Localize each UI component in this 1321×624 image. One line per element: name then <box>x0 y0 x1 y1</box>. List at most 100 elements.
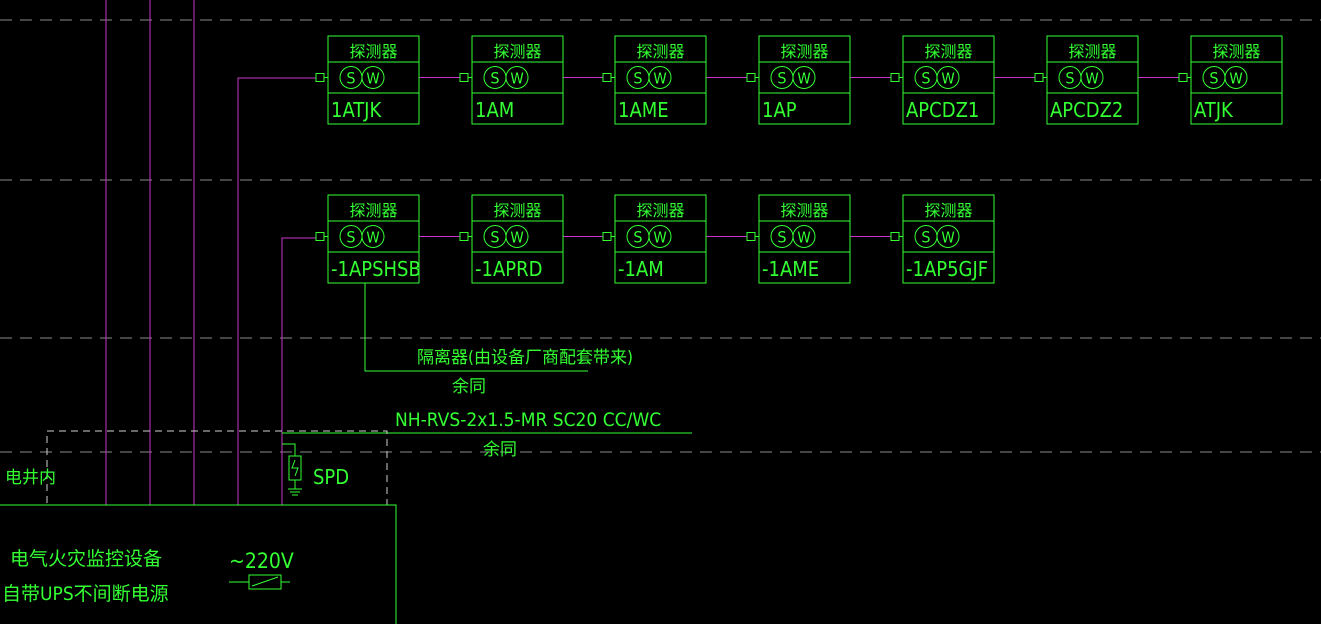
spd-lead <box>282 443 296 456</box>
detector-frame <box>902 35 995 125</box>
detector-terminal <box>459 232 469 241</box>
detector-frame <box>1046 35 1139 125</box>
w-symbol: W <box>510 229 523 247</box>
detector-terminal <box>746 73 756 82</box>
device-name-line2: 自带UPS不间断电源 <box>2 583 169 605</box>
same-label-1: 余同 <box>452 377 486 397</box>
w-circle <box>361 225 385 248</box>
w-circle <box>505 66 529 89</box>
feeder-wire-row-2 <box>281 237 316 505</box>
s-symbol: S <box>921 69 930 88</box>
detector-terminal <box>602 73 612 82</box>
detector-label: -1APSHSB <box>331 257 421 281</box>
detector-terminal <box>315 73 325 82</box>
monitoring-device-box <box>0 504 397 624</box>
detector-label: ATJK <box>1194 98 1234 122</box>
w-circle <box>792 66 816 89</box>
detector-label: -1AM <box>618 257 664 281</box>
w-circle <box>936 66 960 89</box>
detector-frame <box>902 194 995 284</box>
detector-header: 探测器 <box>924 42 972 61</box>
same-label-2: 余同 <box>483 440 517 460</box>
detector-terminal <box>315 232 325 241</box>
w-circle <box>648 225 672 248</box>
s-symbol: S <box>921 228 930 247</box>
feeder-wire-row-1 <box>237 77 316 505</box>
detector-terminal <box>1034 73 1044 82</box>
detector-frame <box>614 194 707 284</box>
detector-label: 1ATJK <box>331 98 382 122</box>
detector-header: 探测器 <box>780 201 828 220</box>
s-symbol: S <box>633 69 642 88</box>
detector-header: 探测器 <box>924 201 972 220</box>
detector-frame <box>614 35 707 125</box>
shaft-label: 电井内 <box>5 468 56 488</box>
w-circle <box>1080 66 1104 89</box>
spd-symbol <box>282 443 302 496</box>
detector-label: -1AME <box>762 257 819 281</box>
detector-terminal <box>890 232 900 241</box>
w-symbol: W <box>653 70 666 88</box>
s-symbol: S <box>633 228 642 247</box>
s-symbol: S <box>777 228 786 247</box>
detector-header: 探测器 <box>349 42 397 61</box>
detector-terminal <box>1178 73 1188 82</box>
shaft-enclosure <box>46 430 388 506</box>
wiring <box>0 0 1179 624</box>
w-symbol: W <box>797 229 810 247</box>
w-symbol: W <box>366 229 379 247</box>
w-circle <box>1224 66 1248 89</box>
w-symbol: W <box>1229 70 1242 88</box>
w-symbol: W <box>797 70 810 88</box>
detector-label: APCDZ2 <box>1050 98 1123 122</box>
s-symbol: S <box>490 69 499 88</box>
w-symbol: W <box>941 229 954 247</box>
device-name-line1: 电气火灾监控设备 <box>10 548 162 570</box>
annotations: 隔离器(由设备厂商配套带来) 余同 NH-RVS-2x1.5-MR SC20 C… <box>2 348 661 605</box>
detector-terminal <box>602 232 612 241</box>
detector-header: 探测器 <box>493 201 541 220</box>
detector-frame <box>327 35 420 125</box>
detector-terminal <box>890 73 900 82</box>
w-circle <box>936 225 960 248</box>
spd-label: SPD <box>313 465 349 489</box>
detector-frame <box>1190 35 1283 125</box>
detector-header: 探测器 <box>636 201 684 220</box>
w-symbol: W <box>1085 70 1098 88</box>
detector-terminal <box>746 232 756 241</box>
s-symbol: S <box>1065 69 1074 88</box>
detector-label: 1AME <box>618 98 669 122</box>
s-symbol: S <box>1209 69 1218 88</box>
detector-label: -1APRD <box>475 257 542 281</box>
w-symbol: W <box>653 229 666 247</box>
voltage-label: ~220V <box>229 549 294 573</box>
detector-frame <box>471 35 564 125</box>
isolator-leader <box>364 283 588 372</box>
spd-arrow <box>291 459 299 477</box>
w-symbol: W <box>510 70 523 88</box>
s-symbol: S <box>777 69 786 88</box>
detector-label: APCDZ1 <box>906 98 979 122</box>
detector-frame <box>758 35 851 125</box>
detector-header: 探测器 <box>349 201 397 220</box>
power-source-symbol <box>229 574 290 590</box>
isolator-label: 隔离器(由设备厂商配套带来) <box>417 348 633 368</box>
detector-frame <box>471 194 564 284</box>
dashed-reference-lines <box>0 19 1321 453</box>
detector-terminal <box>459 73 469 82</box>
w-symbol: W <box>366 70 379 88</box>
detector-frame <box>758 194 851 284</box>
